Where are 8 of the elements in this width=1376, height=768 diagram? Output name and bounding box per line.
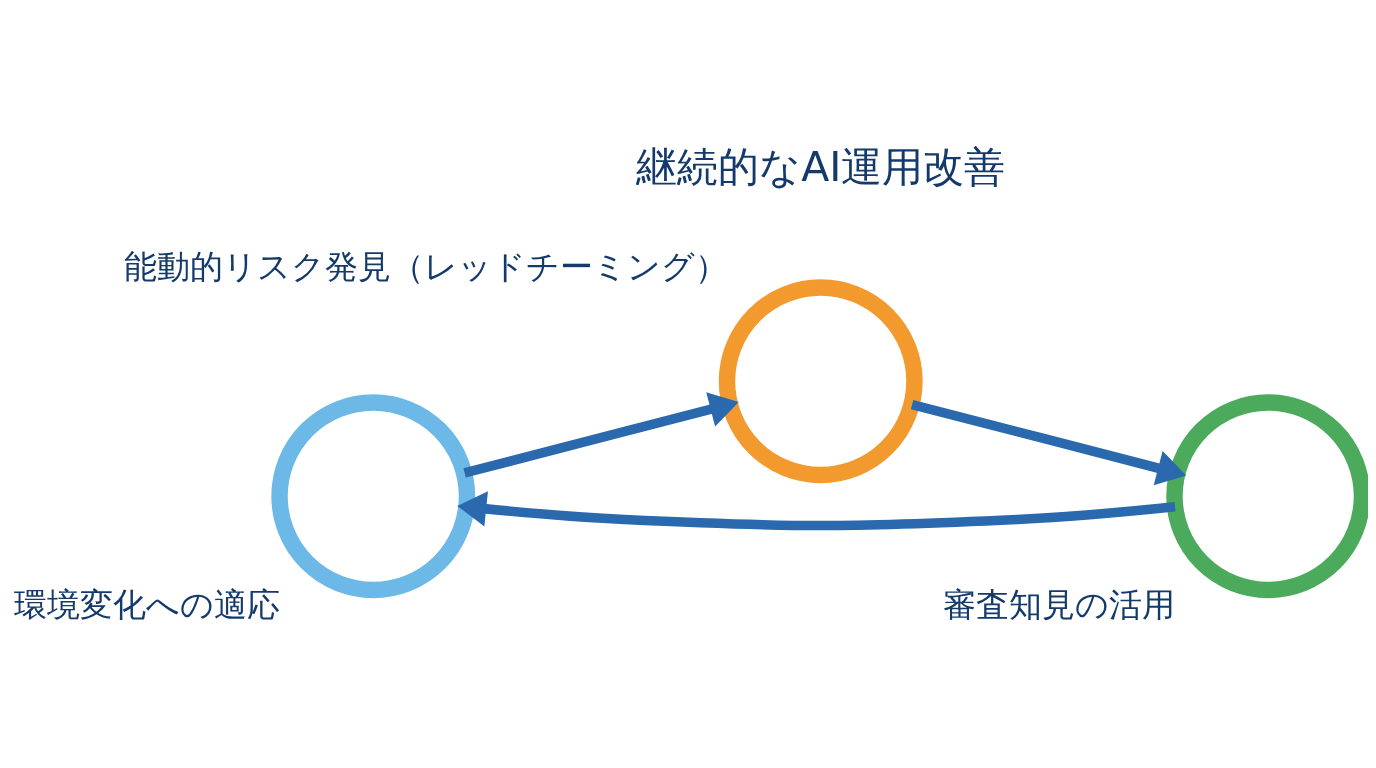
node-label: 環境変化への適応: [13, 586, 280, 625]
arrow: [910, 399, 1187, 486]
node-label: 能動的リスク発見（レッドチーミング）: [123, 248, 728, 287]
node-label: 審査知見の活用: [942, 586, 1175, 625]
arrow: [457, 491, 1176, 531]
node-circle: [718, 279, 923, 484]
arrow: [463, 392, 739, 478]
label: 継続的なAI運用改善: [636, 142, 1006, 191]
